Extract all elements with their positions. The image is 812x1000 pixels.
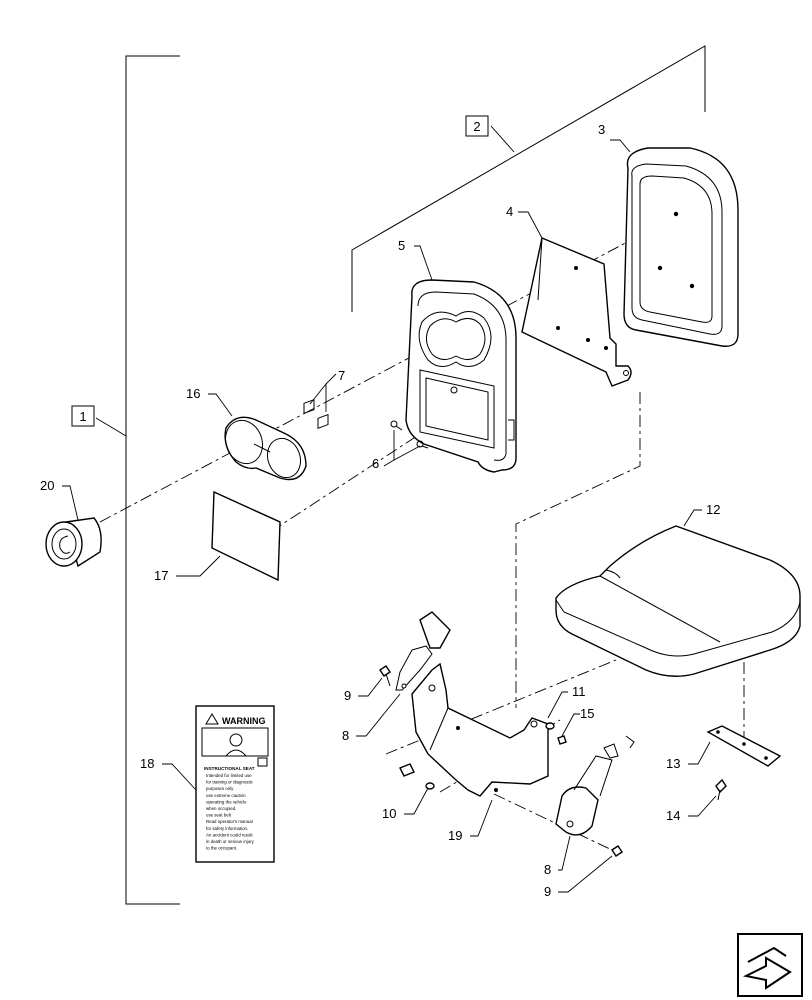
part-8-retractor-lower: [555, 735, 635, 836]
callout-box-2: 2: [465, 115, 489, 137]
callout-5: 5: [398, 238, 405, 253]
callout-11: 11: [572, 684, 586, 699]
decal-line: to the occupant.: [206, 846, 237, 851]
warning-triangle-icon: [205, 713, 219, 725]
callout-12: 12: [706, 502, 720, 517]
decal-line: for safety information.: [206, 826, 248, 831]
callout-18: 18: [140, 756, 154, 771]
callout-box-1: 1: [71, 405, 95, 427]
part-20-knob: [45, 517, 102, 568]
part-7-clips: [303, 373, 337, 429]
callout-2: 2: [473, 119, 480, 134]
decal-heading: INSTRUCTIONAL SEAT: [204, 766, 255, 771]
decal-line: when occupied.: [206, 806, 237, 811]
part-18-warning-decal: WARNING INSTRUCTIONAL SEAT Intended for …: [195, 705, 275, 863]
part-17-gasket: [211, 490, 281, 582]
part-4-back-plate: [521, 237, 632, 387]
decal-line: use extreme caution: [206, 793, 246, 798]
decal-line: An accident could result: [206, 832, 253, 837]
callout-13: 13: [666, 756, 680, 771]
leader-lines: [62, 139, 717, 893]
part-19-seat-bracket: [411, 662, 549, 797]
fasteners: [379, 665, 623, 857]
callouts: 3 4 5 6 7 16 20 17 12 18 9 8 11 15 10 19…: [40, 122, 720, 899]
callout-7: 7: [338, 368, 345, 383]
callout-17: 17: [154, 568, 168, 583]
decal-line: purposes only: [206, 786, 234, 791]
callout-16: 16: [186, 386, 200, 401]
callout-4: 4: [506, 204, 513, 219]
callout-6: 6: [372, 456, 379, 471]
decal-line: Intended for limited use: [206, 773, 252, 778]
callout-8-upper: 8: [342, 728, 349, 743]
part-3-back-cushion: [623, 147, 739, 347]
part-6-screws: [383, 420, 429, 467]
part-13-strap-plate: [706, 725, 782, 767]
assembly-bracket-1: [95, 55, 180, 905]
decal-header: WARNING: [222, 716, 266, 726]
callout-10: 10: [382, 806, 396, 821]
decal-line: operating the vehicle: [206, 799, 247, 804]
callout-3: 3: [598, 122, 605, 137]
part-12-seat-cushion: [555, 525, 801, 677]
callout-14: 14: [666, 808, 680, 823]
decal-line: for training or diagnostic: [206, 780, 254, 785]
decal-line: in death or serious injury: [206, 839, 255, 844]
callout-9-upper: 9: [344, 688, 351, 703]
decal-lines: Intended for limited use for training or …: [206, 773, 255, 851]
part-14-bolt: [715, 778, 727, 801]
callout-20: 20: [40, 478, 54, 493]
assembly-bracket-2: [351, 45, 706, 312]
decal-line: Read operator's manual: [206, 819, 253, 824]
callout-9-lower: 9: [544, 884, 551, 899]
callout-19: 19: [448, 828, 462, 843]
callout-1: 1: [79, 409, 86, 424]
next-page-arrow-icon[interactable]: [737, 933, 803, 997]
part-5-back-housing: [405, 279, 517, 473]
callout-15: 15: [580, 706, 594, 721]
part-8-buckle-upper: [395, 611, 451, 691]
part-16-gauge-bezel: [224, 416, 307, 481]
callout-8-lower: 8: [544, 862, 551, 877]
decal-line: use seat belt: [206, 813, 232, 818]
